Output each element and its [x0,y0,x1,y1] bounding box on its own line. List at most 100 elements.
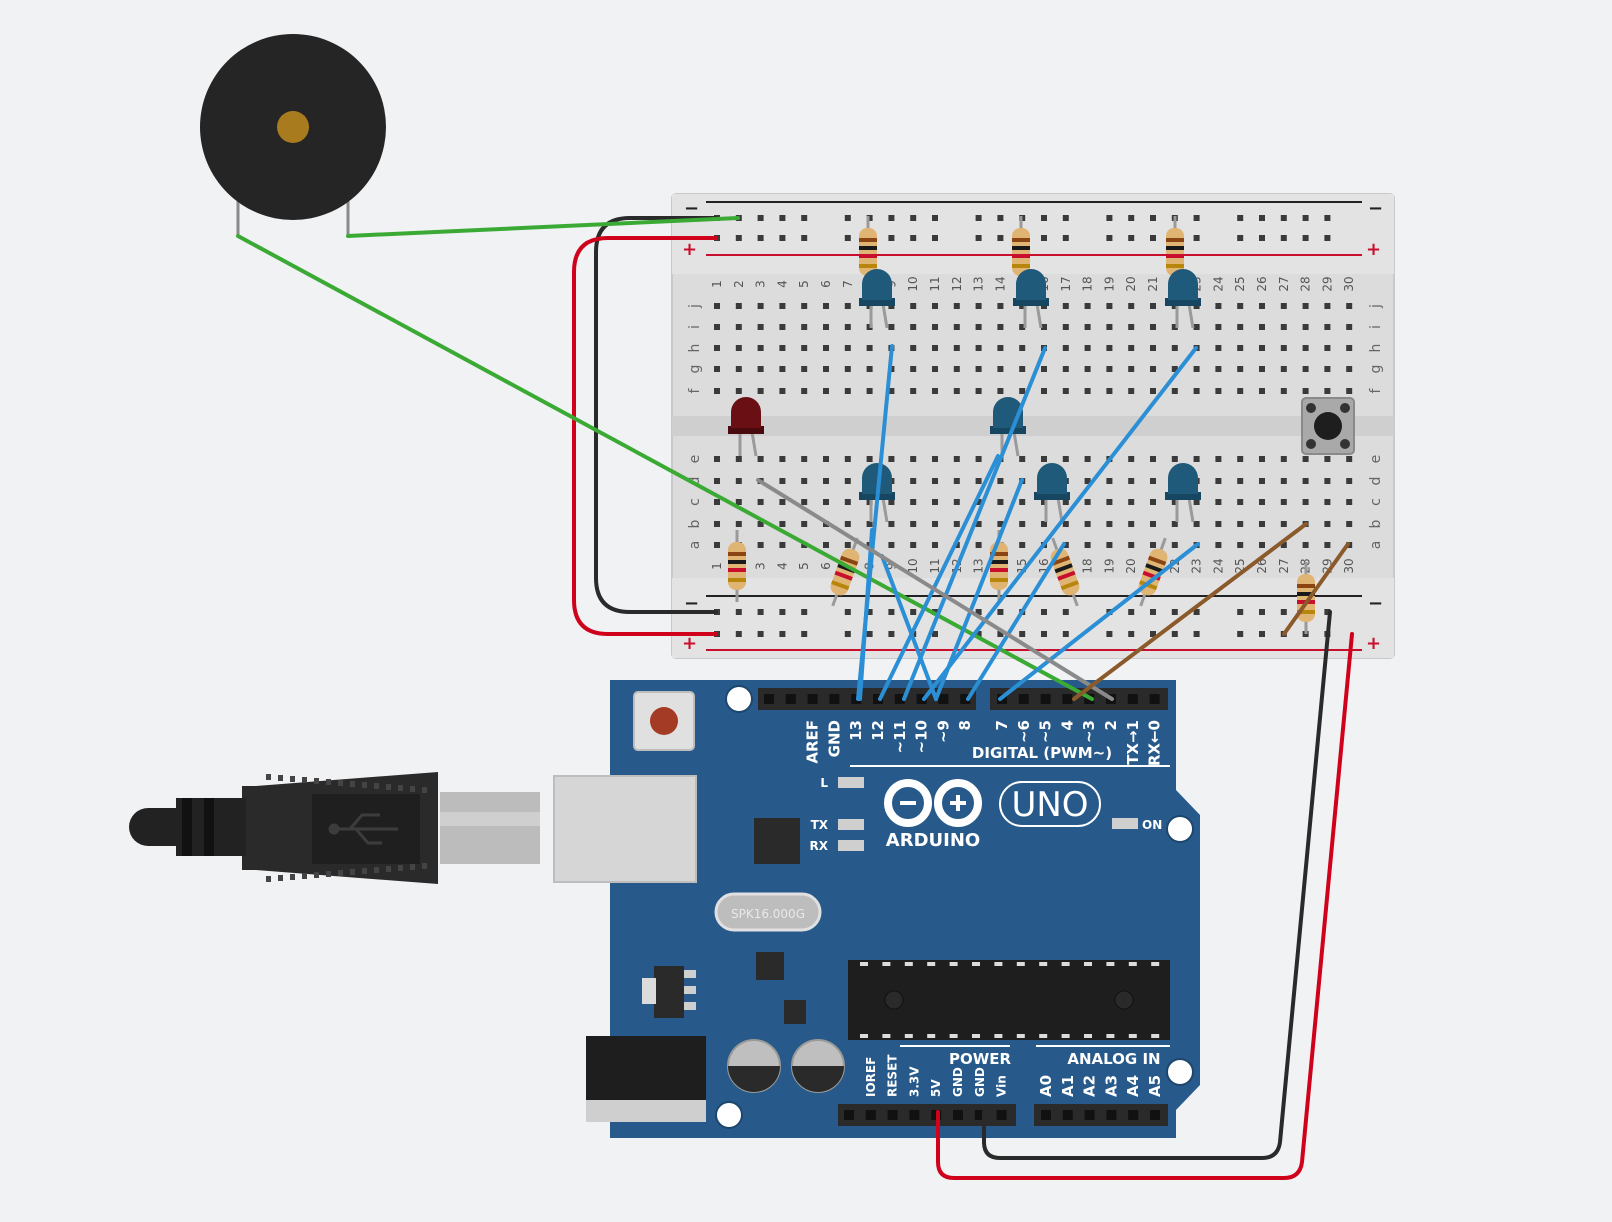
breadboard-hole[interactable] [801,499,808,505]
rail-hole[interactable] [1259,631,1265,637]
rail-hole[interactable] [1237,609,1244,615]
breadboard-hole[interactable] [1150,324,1156,330]
breadboard-hole[interactable] [735,499,742,505]
breadboard-hole[interactable] [1128,478,1135,484]
breadboard-hole[interactable] [844,345,851,351]
breadboard-hole[interactable] [801,366,808,372]
breadboard-hole[interactable] [779,499,786,505]
breadboard-hole[interactable] [1302,345,1309,351]
breadboard-hole[interactable] [801,345,808,351]
rail-hole[interactable] [1128,631,1135,637]
header-socket[interactable] [887,1110,898,1120]
rail-hole[interactable] [1019,631,1026,637]
breadboard-hole[interactable] [1106,324,1113,330]
wire-led-signal[interactable] [880,554,938,701]
breadboard-hole[interactable] [779,345,786,351]
header-socket[interactable] [1127,694,1138,704]
breadboard-hole[interactable] [714,345,720,351]
breadboard-hole[interactable] [823,366,829,372]
breadboard-hole[interactable] [1062,303,1069,309]
rail-hole[interactable] [888,215,895,221]
wire-led-signal[interactable] [902,346,1047,701]
breadboard-hole[interactable] [1084,542,1091,548]
rail-hole[interactable] [1062,215,1069,221]
breadboard-hole[interactable] [844,388,851,394]
wire-buzzer-ground[interactable] [346,216,740,238]
reset-button[interactable] [650,707,678,735]
breadboard-hole[interactable] [932,499,938,505]
breadboard-hole[interactable] [953,366,960,372]
breadboard-hole[interactable] [1259,388,1265,394]
breadboard-hole[interactable] [757,388,764,394]
usb-cable[interactable] [129,772,697,884]
rail-hole[interactable] [844,631,851,637]
breadboard-hole[interactable] [757,303,764,309]
breadboard-hole[interactable] [1346,345,1353,351]
rail-hole[interactable] [888,235,895,241]
breadboard-hole[interactable] [1171,324,1178,330]
rail-hole[interactable] [1041,235,1047,241]
wire-button-signal[interactable] [1072,522,1308,701]
breadboard-hole[interactable] [866,388,873,394]
breadboard-hole[interactable] [823,324,829,330]
breadboard-hole[interactable] [1259,521,1265,527]
breadboard-hole[interactable] [975,324,982,330]
rail-hole[interactable] [735,609,742,615]
breadboard-hole[interactable] [1215,366,1222,372]
breadboard-hole[interactable] [932,388,938,394]
breadboard-hole[interactable] [1019,456,1026,462]
breadboard-hole[interactable] [866,366,873,372]
wire-led-signal[interactable] [966,542,1066,701]
breadboard-hole[interactable] [823,388,829,394]
header-socket[interactable] [1150,1110,1160,1120]
breadboard-hole[interactable] [953,388,960,394]
rail-hole[interactable] [1171,631,1178,637]
rail-hole[interactable] [1150,235,1156,241]
breadboard-hole[interactable] [888,324,895,330]
breadboard-hole[interactable] [735,324,742,330]
breadboard-hole[interactable] [1237,303,1244,309]
rail-hole[interactable] [779,631,786,637]
breadboard-hole[interactable] [1019,345,1026,351]
breadboard-hole[interactable] [844,303,851,309]
breadboard-hole[interactable] [975,345,982,351]
led[interactable] [728,397,764,457]
breadboard-hole[interactable] [975,366,982,372]
rail-hole[interactable] [997,609,1004,615]
rail-hole[interactable] [932,215,938,221]
rail-hole[interactable] [975,235,982,241]
breadboard-hole[interactable] [1150,521,1156,527]
breadboard-hole[interactable] [1280,388,1287,394]
breadboard-hole[interactable] [932,521,938,527]
breadboard-hole[interactable] [1324,345,1331,351]
breadboard-hole[interactable] [1193,456,1200,462]
breadboard-hole[interactable] [1237,366,1244,372]
breadboard-hole[interactable] [1106,388,1113,394]
breadboard-hole[interactable] [801,388,808,394]
rail-hole[interactable] [1193,215,1200,221]
breadboard-hole[interactable] [888,499,895,505]
rail-hole[interactable] [1324,609,1331,615]
breadboard-hole[interactable] [1084,499,1091,505]
breadboard-hole[interactable] [1259,366,1265,372]
header-socket[interactable] [1041,1110,1051,1120]
wire-led-signal[interactable] [998,542,1200,701]
breadboard-hole[interactable] [1302,388,1309,394]
resistor[interactable] [824,535,866,609]
header-socket[interactable] [938,694,949,704]
breadboard-hole[interactable] [910,366,917,372]
breadboard-hole[interactable] [1019,388,1026,394]
rail-hole[interactable] [910,235,917,241]
breadboard-hole[interactable] [779,366,786,372]
breadboard-hole[interactable] [1324,456,1331,462]
breadboard-hole[interactable] [866,345,873,351]
breadboard-hole[interactable] [997,388,1004,394]
breadboard-hole[interactable] [1171,388,1178,394]
rail-hole[interactable] [1128,609,1135,615]
breadboard-hole[interactable] [714,388,720,394]
breadboard-hole[interactable] [975,303,982,309]
rail-hole[interactable] [1280,235,1287,241]
breadboard-hole[interactable] [953,499,960,505]
breadboard-hole[interactable] [1150,456,1156,462]
breadboard-hole[interactable] [1084,366,1091,372]
